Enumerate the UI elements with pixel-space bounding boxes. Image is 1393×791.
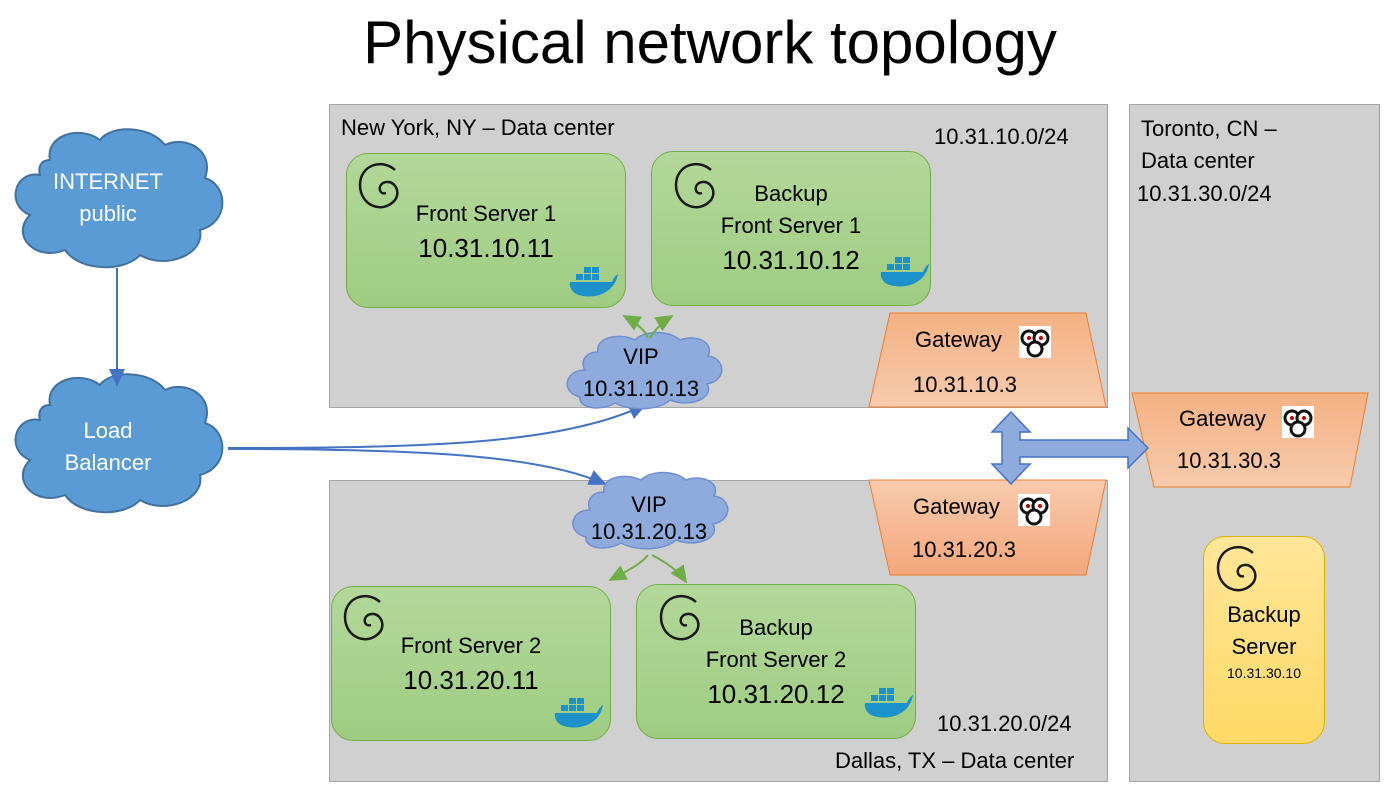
server-name-line1: Backup	[1227, 602, 1301, 627]
server-ip: 10.31.10.12	[722, 245, 860, 275]
ny-backup-front-server-1-label: Backup Front Server 1 10.31.10.12	[651, 178, 931, 278]
server-name-line1: Backup	[754, 181, 828, 206]
dallas-gateway-label: Gateway	[913, 494, 1000, 519]
server-name-line2: Front Server 1	[720, 213, 862, 238]
pfsense-logo-icon	[1018, 494, 1050, 526]
ny-front-server-1-label: Front Server 1 10.31.10.11	[346, 198, 626, 266]
dallas-gateway-ip: 10.31.20.3	[912, 537, 1016, 562]
dallas-backup-front-server-2-label: Backup Front Server 2 10.31.20.12	[636, 612, 916, 712]
server-name-line2: Server	[1231, 634, 1297, 659]
server-name-line2: Front Server 2	[705, 647, 847, 672]
toronto-backup-server-label: Backup Server 10.31.30.10	[1203, 599, 1325, 683]
ny-gateway-label: Gateway	[915, 327, 1002, 352]
toronto-subnet-label: 10.31.30.0/24	[1137, 181, 1272, 206]
ny-vip-arrow-left	[622, 315, 649, 339]
pfsense-logo-icon	[1282, 406, 1314, 438]
lb-to-dallas-vip-arrow	[227, 448, 607, 485]
internet-label-line2: public	[79, 201, 137, 226]
ny-vip-cloud	[566, 331, 723, 410]
server-name: Front Server 1	[415, 201, 557, 226]
ny-vip-arrow-right	[649, 314, 674, 339]
internet-label-line1: INTERNET	[53, 169, 163, 194]
vip-ip: 10.31.10.13	[582, 376, 700, 401]
gateway-interconnect-arrow	[990, 410, 1150, 486]
lb-to-ny-vip-arrow	[227, 404, 647, 449]
vip-ip: 10.31.20.13	[590, 519, 708, 544]
pfsense-logo-icon	[1019, 326, 1051, 358]
vip-label: VIP	[623, 344, 659, 369]
server-ip: 10.31.20.12	[707, 679, 845, 709]
page-title: Physical network topology	[363, 9, 1057, 76]
dallas-vip-label: VIP 10.31.20.13	[574, 489, 724, 543]
ny-vip-label: VIP 10.31.10.13	[566, 341, 716, 405]
server-ip: 10.31.20.11	[403, 665, 539, 695]
toronto-gateway-ip: 10.31.30.3	[1177, 448, 1281, 473]
dallas-datacenter-label: Dallas, TX – Data center	[835, 748, 1075, 773]
internet-cloud	[14, 128, 224, 269]
load-balancer-cloud	[14, 373, 224, 514]
toronto-gateway-label: Gateway	[1179, 406, 1266, 431]
load-balancer-label-line1: Load	[83, 418, 133, 443]
dallas-vip-arrow-right	[651, 554, 688, 584]
ny-datacenter-label: New York, NY – Data center	[341, 115, 615, 140]
dallas-vip-cloud	[572, 471, 729, 550]
ny-subnet-label: 10.31.10.0/24	[934, 124, 1069, 149]
toronto-datacenter-label-2: Data center	[1141, 148, 1255, 173]
dallas-vip-arrow-left	[608, 554, 649, 581]
load-balancer-label-line2: Balancer	[64, 450, 152, 475]
server-ip: 10.31.10.11	[418, 233, 554, 263]
dallas-front-server-2-label: Front Server 2 10.31.20.11	[331, 630, 611, 698]
server-name-line1: Backup	[739, 615, 813, 640]
dallas-subnet-label: 10.31.20.0/24	[937, 711, 1072, 736]
load-balancer-label: Load Balancer	[28, 415, 188, 479]
internet-label: INTERNET public	[28, 166, 188, 230]
server-name: Front Server 2	[400, 633, 542, 658]
server-ip: 10.31.30.10	[1227, 665, 1301, 681]
ny-gateway-ip: 10.31.10.3	[913, 372, 1017, 397]
toronto-datacenter-label-1: Toronto, CN –	[1141, 116, 1277, 141]
vip-label: VIP	[631, 492, 667, 517]
